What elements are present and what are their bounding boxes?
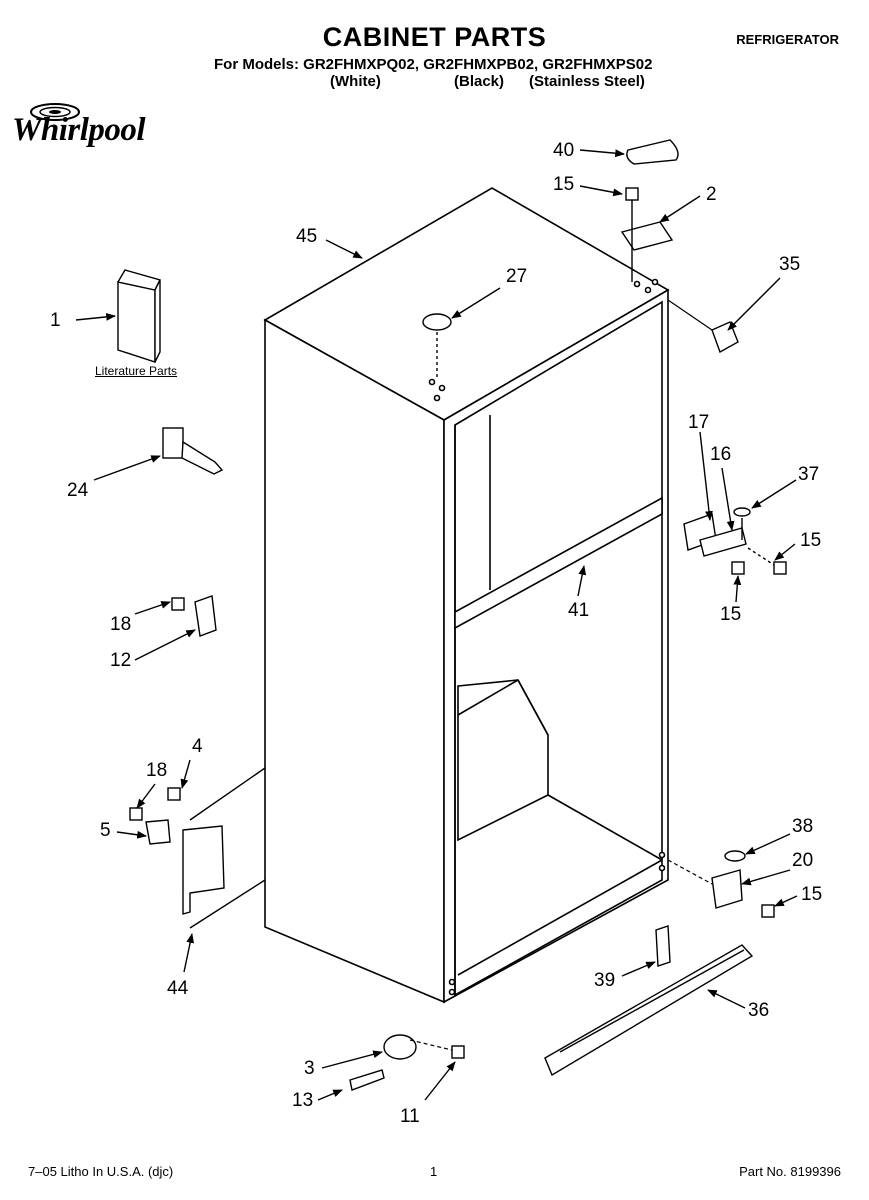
leader-39 xyxy=(621,961,656,977)
leader-20 xyxy=(741,869,791,886)
callout-3: 3 xyxy=(304,1058,315,1079)
callout-27: 27 xyxy=(506,266,528,287)
leader-18a xyxy=(134,601,171,615)
callout-12: 12 xyxy=(110,650,132,671)
literature-parts-label: Literature Parts xyxy=(95,364,178,378)
footer-page-number: 1 xyxy=(430,1164,438,1179)
leader-4 xyxy=(180,759,191,789)
variant-stainless: (Stainless Steel) xyxy=(529,73,645,90)
callout-17: 17 xyxy=(688,412,710,433)
top-hinge-part xyxy=(620,187,674,282)
leader-35 xyxy=(727,277,781,331)
leader-15c xyxy=(733,575,742,603)
callout-41: 41 xyxy=(568,600,590,621)
leader-15d xyxy=(774,895,798,907)
callout-40: 40 xyxy=(553,140,575,161)
leader-27 xyxy=(451,287,501,319)
leader-44 xyxy=(183,933,195,973)
callout-5: 5 xyxy=(100,820,111,841)
callout-35: 35 xyxy=(779,254,801,275)
leader-45 xyxy=(325,239,363,259)
leader-13 xyxy=(317,1089,343,1101)
whirlpool-logo xyxy=(10,98,170,173)
roller-clip-part xyxy=(655,925,671,967)
callout-39: 39 xyxy=(594,970,616,991)
callout-15-center-below: 15 xyxy=(720,604,742,625)
side-bracket-part xyxy=(129,767,266,929)
leader-3 xyxy=(321,1050,383,1069)
callout-2: 2 xyxy=(706,184,717,205)
leader-24 xyxy=(93,455,161,481)
door-stop-cap-part xyxy=(626,139,679,165)
callout-16: 16 xyxy=(710,444,732,465)
callout-20: 20 xyxy=(792,850,814,871)
leader-5 xyxy=(116,830,147,839)
callout-15-top: 15 xyxy=(553,174,575,195)
footer-part-number: Part No. 8199396 xyxy=(739,1164,841,1179)
refrigerator-cabinet xyxy=(263,187,670,1004)
top-cap-plug-part xyxy=(422,313,452,378)
base-grille-part xyxy=(544,944,754,1077)
callout-37: 37 xyxy=(798,464,820,485)
leader-38 xyxy=(745,833,791,855)
center-hinge-part xyxy=(683,507,751,557)
callout-11: 11 xyxy=(400,1106,420,1127)
leader-2 xyxy=(659,195,701,223)
callout-36: 36 xyxy=(748,1000,770,1021)
callout-15-center-right: 15 xyxy=(800,530,822,551)
callout-13: 13 xyxy=(292,1090,314,1111)
leader-18b xyxy=(136,783,156,809)
variant-white: (White) xyxy=(330,73,381,90)
variant-black: (Black) xyxy=(454,73,505,90)
leader-15b xyxy=(774,543,796,561)
leader-11 xyxy=(424,1061,456,1101)
leader-17 xyxy=(699,431,713,521)
brand-wordmark: Whirlpool xyxy=(12,112,146,148)
callout-18-lower: 18 xyxy=(146,760,168,781)
center-screws-part xyxy=(731,547,787,575)
leader-1 xyxy=(75,313,116,321)
callout-38: 38 xyxy=(792,816,814,837)
leader-15a xyxy=(579,185,623,197)
callout-24: 24 xyxy=(67,480,89,501)
leader-40 xyxy=(579,149,625,158)
bottom-hinge-part xyxy=(711,850,775,918)
leader-41 xyxy=(577,565,587,597)
leveling-bolt-part xyxy=(162,427,224,475)
leader-37 xyxy=(751,479,797,509)
callout-4: 4 xyxy=(192,736,203,757)
leader-12 xyxy=(134,629,196,661)
leader-16 xyxy=(721,467,735,531)
callout-44: 44 xyxy=(167,978,189,999)
whirlpool-swirl-icon xyxy=(30,103,80,121)
product-category: REFRIGERATOR xyxy=(736,32,839,47)
footer-litho: 7–05 Litho In U.S.A. (djc) xyxy=(28,1164,174,1179)
models-line: For Models: GR2FHMXPQ02, GR2FHMXPB02, GR… xyxy=(214,56,653,73)
leader-36 xyxy=(707,989,746,1009)
callout-18-upper: 18 xyxy=(110,614,132,635)
callout-15-bottom: 15 xyxy=(801,884,823,905)
bracket-clip-part xyxy=(171,595,217,637)
callout-45: 45 xyxy=(296,226,318,247)
literature-booklet-icon xyxy=(116,269,162,363)
hinge-cover-part xyxy=(711,321,739,354)
front-roller-part xyxy=(349,1034,465,1091)
callout-1: 1 xyxy=(50,310,61,331)
page-title: CABINET PARTS xyxy=(322,22,547,52)
